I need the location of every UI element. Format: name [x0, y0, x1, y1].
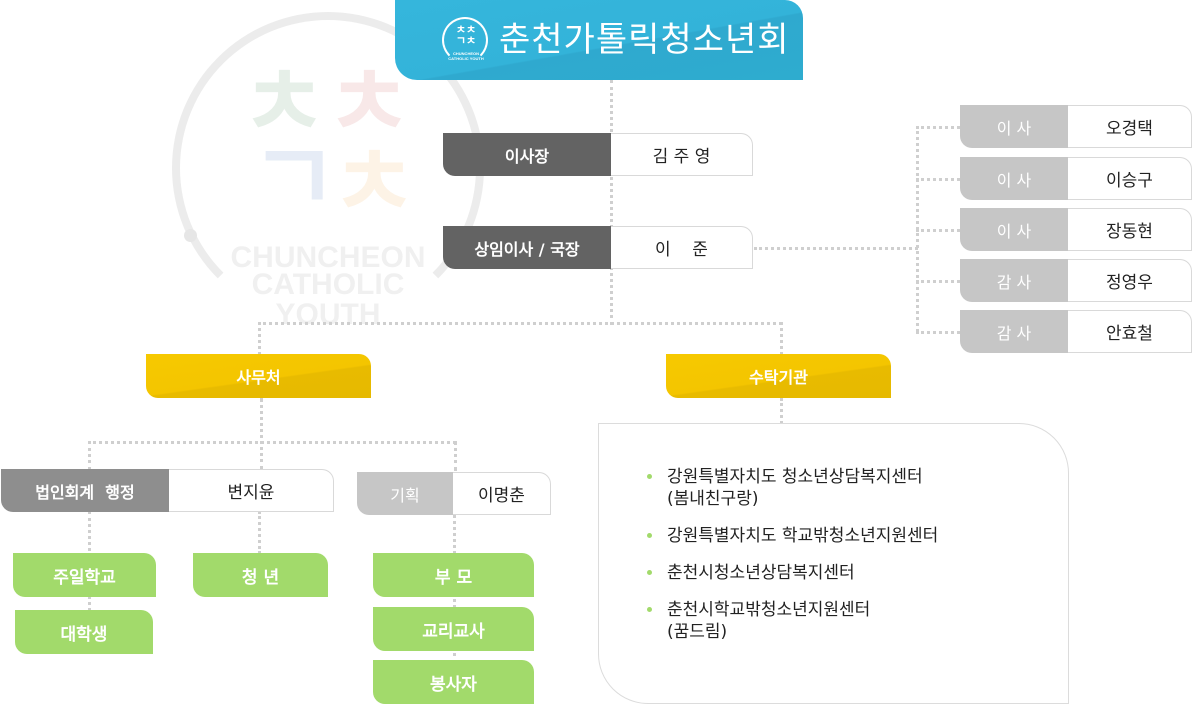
connector-groups [258, 511, 261, 554]
logo-text-line2: CATHOLIC YOUTH [448, 56, 484, 61]
logo-arc [442, 17, 488, 63]
connector-staff [88, 441, 91, 470]
board-member: 이 사 장동현 [960, 208, 1192, 251]
role-label: 이 사 [960, 208, 1068, 251]
bullet-icon [647, 570, 652, 575]
group-volunteers: 봉사자 [373, 660, 534, 704]
agencies-list: 강원특별자치도 청소년상담복지센터 (봄내친구랑) 강원특별자치도 학교밖청소년… [647, 466, 938, 658]
watermark-text-line2: CATHOLIC YOUTH [251, 268, 405, 331]
connector-staff [454, 441, 457, 471]
group-youth: 청 년 [193, 553, 328, 597]
role-name: 정영우 [1068, 259, 1192, 302]
connector-agencies [780, 322, 783, 355]
watermark-glyph: ㅊ [330, 127, 419, 239]
role-name: 이명춘 [453, 472, 551, 515]
bullet-icon [647, 607, 652, 612]
role-name: 오경택 [1068, 105, 1192, 148]
connector-main-vertical [610, 80, 613, 325]
connector-board-branch [916, 331, 960, 334]
connector-sections-horizontal [258, 322, 782, 325]
group-university: 대학생 [15, 610, 153, 654]
org-header: ㅊㅊ ㄱㅊ CHUNCHEON CATHOLIC YOUTH 춘천가톨릭청소년회 [395, 0, 803, 80]
connector-secretariat-down [260, 398, 263, 470]
agency-item: 춘천시청소년상담복지센터 [647, 562, 938, 584]
agency-name: 강원특별자치도 학교밖청소년지원센터 [667, 526, 939, 546]
role-label: 이 사 [960, 105, 1068, 148]
agency-name: 춘천시학교밖청소년지원센터 [667, 600, 871, 620]
section-secretariat: 사무처 [146, 354, 371, 398]
org-title: 춘천가톨릭청소년회 [499, 20, 790, 60]
logo-text-line1: CHUNCHEON [453, 51, 479, 56]
staff-planning: 기획 이명춘 [357, 472, 551, 515]
watermark-dot [184, 229, 197, 242]
agency-alias: (봄내친구랑) [667, 489, 759, 509]
role-label: 기획 [357, 472, 453, 515]
role-name: 안효철 [1068, 310, 1192, 353]
bullet-icon [647, 474, 652, 479]
org-logo: ㅊㅊ ㄱㅊ CHUNCHEON CATHOLIC YOUTH [442, 17, 492, 63]
auditor: 감 사 안효철 [960, 310, 1192, 353]
connector-board-horizontal [754, 247, 918, 250]
agencies-panel: 강원특별자치도 청소년상담복지센터 (봄내친구랑) 강원특별자치도 학교밖청소년… [598, 423, 1069, 704]
role-executive-director: 상임이사 / 국장 이 준 [443, 226, 753, 269]
agency-name: 춘천시청소년상담복지센터 [667, 563, 855, 583]
agency-item: 강원특별자치도 학교밖청소년지원센터 [647, 525, 938, 547]
board-member: 이 사 오경택 [960, 105, 1192, 148]
board-member: 이 사 이승구 [960, 157, 1192, 200]
watermark-text-line1: CHUNCHEON [230, 241, 426, 274]
agency-alias: (꿈드림) [667, 622, 728, 642]
role-label: 감 사 [960, 310, 1068, 353]
agency-item: 강원특별자치도 청소년상담복지센터 (봄내친구랑) [647, 466, 938, 510]
staff-admin: 법인회계 행정 변지윤 [1, 469, 334, 512]
role-name: 변지윤 [169, 469, 334, 512]
role-label: 상임이사 / 국장 [443, 226, 611, 269]
role-name: 이승구 [1068, 157, 1192, 200]
role-label: 이사장 [443, 133, 611, 176]
group-sunday-school: 주일학교 [13, 553, 156, 597]
role-label: 감 사 [960, 259, 1068, 302]
auditor: 감 사 정영우 [960, 259, 1192, 302]
watermark-glyph: ㄱ [250, 122, 339, 234]
logo-glyphs: ㅊㅊ ㄱㅊ [455, 23, 477, 47]
role-name: 이 준 [611, 226, 753, 269]
role-chairman: 이사장 김 주 영 [443, 133, 753, 176]
agency-item: 춘천시학교밖청소년지원센터 (꿈드림) [647, 599, 938, 643]
logo-text: CHUNCHEON CATHOLIC YOUTH [438, 51, 494, 61]
role-label: 법인회계 행정 [1, 469, 169, 512]
role-name: 장동현 [1068, 208, 1192, 251]
watermark-glyph: ㅊ [240, 47, 329, 159]
connector-board-branch [916, 126, 960, 129]
connector-secretariat [258, 322, 261, 355]
connector-agencies-panel [780, 398, 783, 424]
connector-staff-horizontal [88, 441, 456, 444]
connector-board-branch [916, 229, 960, 232]
agency-name: 강원특별자치도 청소년상담복지센터 [667, 467, 923, 487]
role-label: 이 사 [960, 157, 1068, 200]
connector-board-branch [916, 178, 960, 181]
group-catechists: 교리교사 [373, 607, 534, 651]
role-name: 김 주 영 [611, 133, 753, 176]
section-agencies: 수탁기관 [666, 354, 891, 398]
bullet-icon [647, 533, 652, 538]
connector-board-branch [916, 280, 960, 283]
group-parents: 부 모 [373, 553, 534, 597]
